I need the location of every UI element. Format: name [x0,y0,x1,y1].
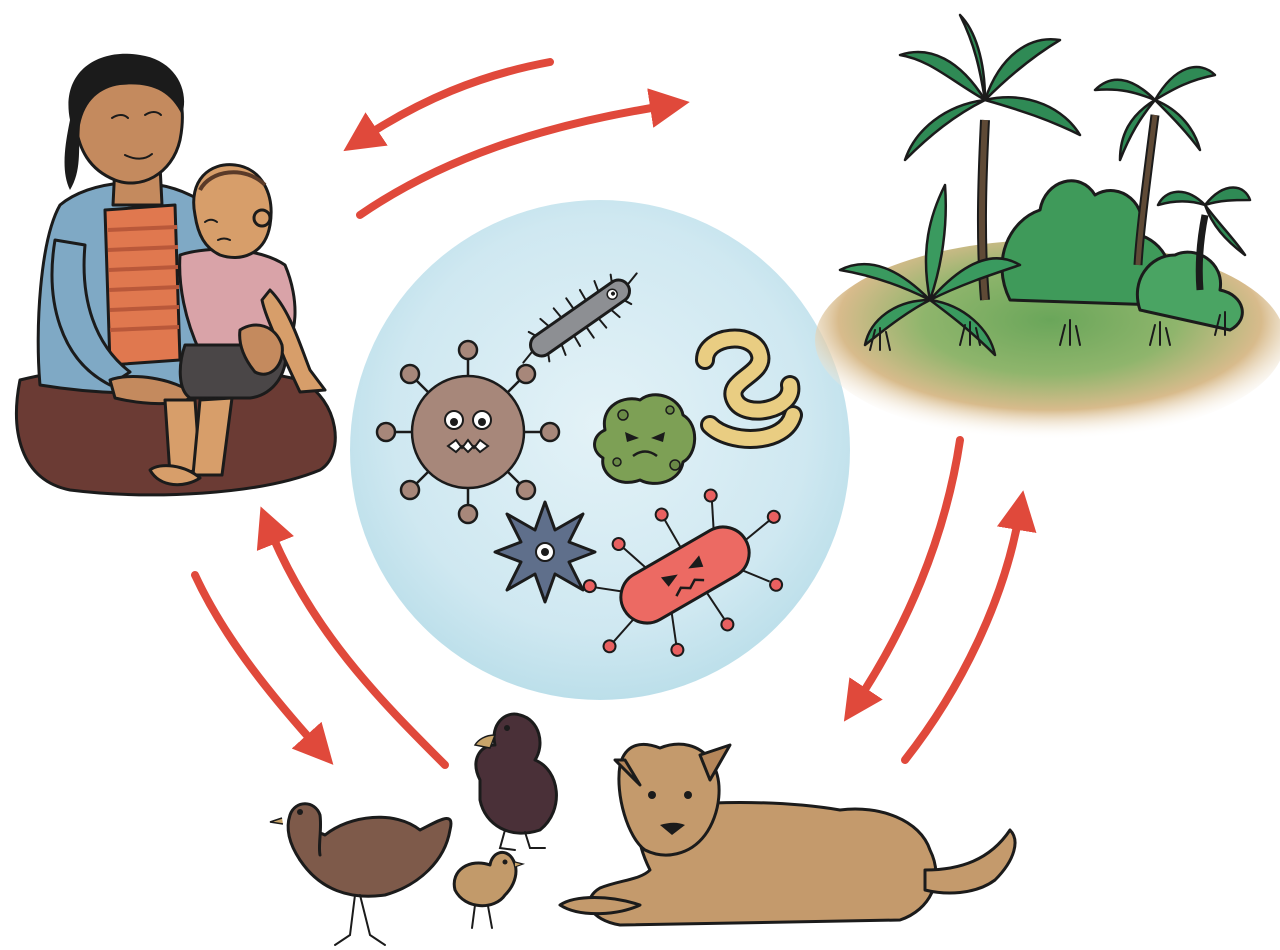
chick-icon [454,852,523,928]
fungus-blob-icon [595,395,695,484]
arrow-humans-to-animals [195,575,320,750]
dog-icon [560,744,1015,925]
domestic-animals-icon [270,714,1015,945]
arrow-animals-to-environment [905,510,1020,760]
chicken-icon [270,804,451,945]
arrow-environment-to-humans [360,62,550,140]
virus-icon [377,341,559,523]
microbes-circle-icon [350,200,850,700]
mother-and-child-icon [17,54,336,495]
arrow-environment-to-animals [855,440,960,705]
arrow-humans-to-environment [360,105,670,215]
tropical-vegetation-icon [815,15,1280,440]
spiky-microbe-icon [495,502,595,602]
duck-icon [475,714,556,850]
